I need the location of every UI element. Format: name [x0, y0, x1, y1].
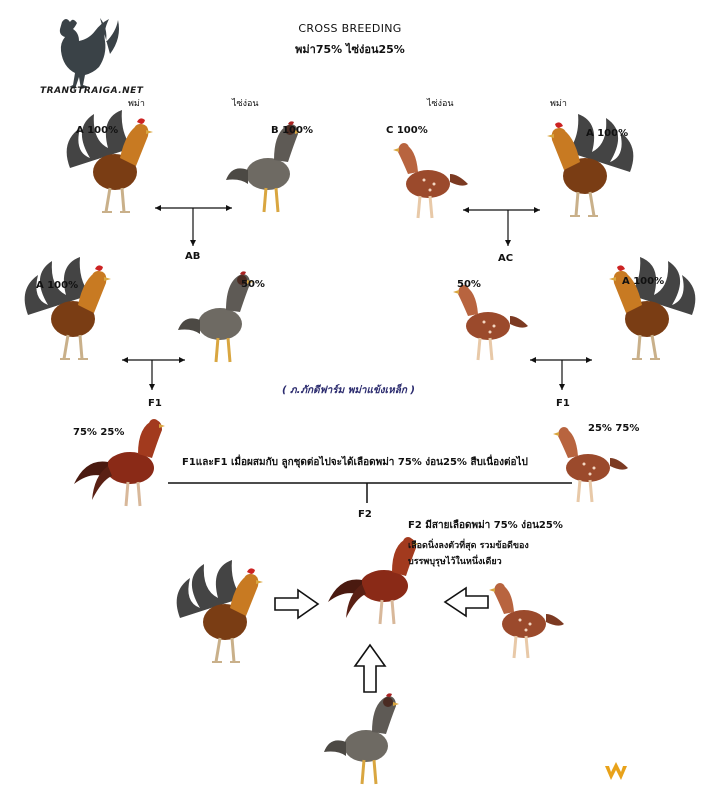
rooster-left-bottom	[175, 558, 265, 664]
logo-text: TRANGTRAIGA.NET	[40, 86, 144, 96]
diagram-title: CROSS BREEDING	[298, 22, 402, 35]
f2-note-line3: บรรพบุรุษไว้ในหนึ่งเดียว	[408, 557, 502, 567]
arrow-left-icon	[443, 586, 489, 618]
left-parent-b-label: B 100%	[271, 125, 313, 136]
right-f1-ratio: 25% 75%	[588, 423, 640, 434]
f1-note: F1และF1 เมื่อผสมกับ ลูกชุดต่อไปจะได้เลือ…	[182, 457, 528, 468]
right-gen2-a-label: A 100%	[622, 276, 665, 287]
left-cross-label: AB	[185, 251, 201, 262]
rooster-a-second-right	[607, 255, 697, 361]
f2-label: F2	[358, 509, 372, 520]
left-f1-label: F1	[148, 398, 162, 409]
farm-caption: ( ภ.ภักดีฟาร์ม พม่าแข้งเหล็ก )	[282, 385, 415, 396]
right-parent-c-label: C 100%	[386, 125, 428, 136]
rooster-ac-50	[451, 283, 530, 362]
left-gen2-b-label: 50%	[241, 279, 265, 290]
left-f1-ratio: 75% 25%	[73, 427, 125, 438]
right-gen2-c-label: 50%	[457, 279, 481, 290]
right-parent-c-type: ไซ่ง่อน	[427, 99, 454, 109]
rooster-logo-icon	[59, 18, 119, 89]
rooster-f1-right	[551, 425, 630, 504]
brand-w-logo-icon	[605, 762, 627, 780]
arrow-right-icon	[274, 588, 320, 620]
left-parent-a-type: พม่า	[128, 99, 145, 109]
f2-note-line2: เลือดนิ่งลงตัวที่สุด รวมข้อดีของ	[408, 541, 529, 551]
rooster-f2	[326, 535, 421, 626]
rooster-c-top	[391, 141, 470, 220]
rooster-bottom	[322, 691, 401, 786]
arrow-up-icon	[353, 643, 387, 693]
right-f1-label: F1	[556, 398, 570, 409]
rooster-a-second-left	[23, 255, 113, 361]
right-parent-a-type: พม่า	[550, 99, 567, 109]
diagram-subtitle: พม่า75% ไซ่ง่อน25%	[295, 43, 405, 56]
rooster-right-bottom	[487, 581, 566, 660]
f2-note-line1: F2 มีสายเลือดพม่า 75% ง่อน25%	[408, 520, 563, 531]
left-gen2-a-label: A 100%	[36, 280, 79, 291]
left-parent-a-label: A 100%	[76, 125, 119, 136]
left-parent-b-type: ไซ่ง่อน	[232, 99, 259, 109]
right-cross-label: AC	[498, 253, 514, 264]
right-parent-a-label: A 100%	[586, 128, 629, 139]
